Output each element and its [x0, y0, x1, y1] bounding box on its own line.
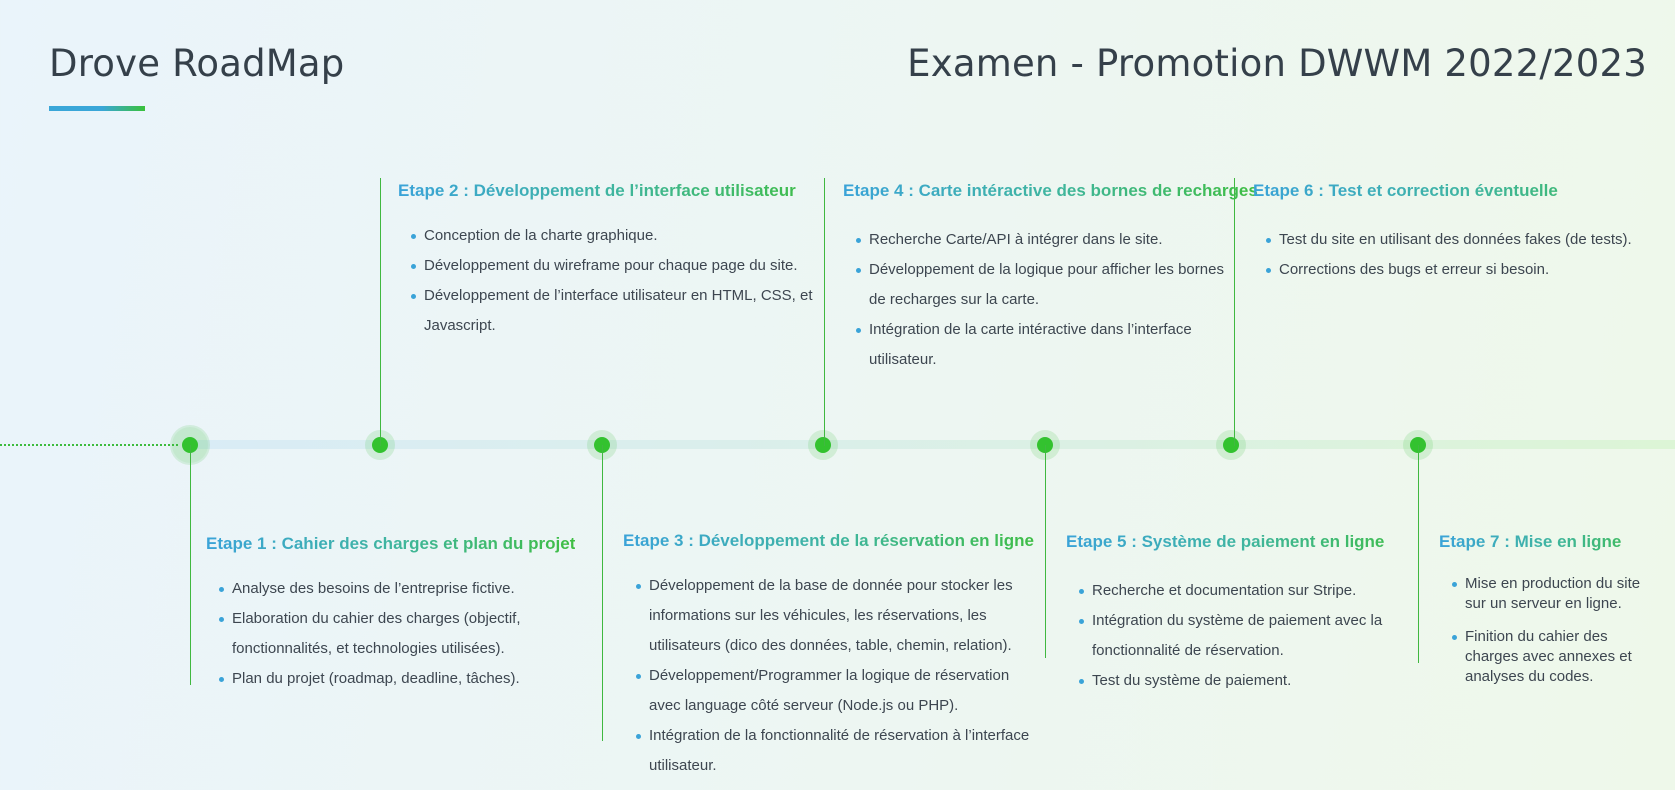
list-item: Développement de la logique pour affiche… [856, 255, 1224, 315]
step-task-list: Analyse des besoins de l’entreprise fict… [206, 574, 562, 694]
connector-line [1045, 445, 1046, 658]
step-task-list: Conception de la charte graphique. Dével… [398, 221, 824, 341]
list-item: Recherche Carte/API à intégrer dans le s… [856, 225, 1224, 255]
connector-line [380, 178, 381, 446]
list-item: Développement du wireframe pour chaque p… [411, 251, 824, 281]
step-task-list: Test du site en utilisant des données fa… [1253, 225, 1675, 285]
page-title: Drove RoadMap [49, 42, 345, 85]
exam-subtitle: Examen - Promotion DWWM 2022/2023 [907, 42, 1647, 85]
step-card-2: Etape 2 : Développement de l’interface u… [398, 181, 824, 341]
list-item: Corrections des bugs et erreur si besoin… [1266, 255, 1675, 285]
title-underline [49, 106, 145, 111]
list-item: Intégration de la fonctionnalité de rése… [636, 721, 1044, 781]
list-item: Développement/Programmer la logique de r… [636, 661, 1044, 721]
connector-line [1234, 178, 1235, 446]
connector-line [190, 445, 191, 685]
step-task-list: Mise en production du site sur un serveu… [1439, 574, 1665, 687]
list-item: Plan du projet (roadmap, deadline, tâche… [219, 664, 562, 694]
step-title: Etape 2 : Développement de l’interface u… [398, 181, 824, 201]
timeline-dotted-lead [0, 444, 178, 446]
step-card-1: Etape 1 : Cahier des charges et plan du … [206, 534, 575, 694]
step-task-list: Recherche et documentation sur Stripe. I… [1066, 576, 1422, 696]
step-title: Etape 1 : Cahier des charges et plan du … [206, 534, 576, 553]
list-item: Intégration du système de paiement avec … [1079, 606, 1422, 666]
list-item: Mise en production du site sur un serveu… [1452, 574, 1665, 614]
step-card-5: Etape 5 : Système de paiement en ligne R… [1066, 532, 1422, 696]
timeline-node [1216, 430, 1246, 460]
list-item: Développement de l’interface utilisateur… [411, 281, 824, 341]
step-card-7: Etape 7 : Mise en ligne Mise en producti… [1439, 532, 1665, 700]
connector-line [824, 178, 825, 446]
timeline-axis [190, 440, 1675, 449]
list-item: Finition du cahier des charges avec anne… [1452, 627, 1665, 687]
step-title: Etape 4 : Carte intéractive des bornes d… [843, 181, 1258, 200]
list-item: Elaboration du cahier des charges (objec… [219, 604, 562, 664]
step-title: Etape 3 : Développement de la réservatio… [623, 531, 1044, 551]
step-card-3: Etape 3 : Développement de la réservatio… [623, 531, 1044, 781]
step-card-6: Etape 6 : Test et correction éventuelle … [1253, 181, 1675, 285]
list-item: Test du système de paiement. [1079, 666, 1422, 696]
list-item: Conception de la charte graphique. [411, 221, 824, 251]
connector-line [602, 445, 603, 741]
step-title: Etape 5 : Système de paiement en ligne [1066, 532, 1422, 552]
list-item: Intégration de la carte intéractive dans… [856, 315, 1224, 375]
timeline-node [808, 430, 838, 460]
step-title: Etape 6 : Test et correction éventuelle [1253, 181, 1675, 201]
step-card-4: Etape 4 : Carte intéractive des bornes d… [843, 181, 1258, 375]
step-title: Etape 7 : Mise en ligne [1439, 532, 1665, 552]
step-task-list: Développement de la base de donnée pour … [623, 571, 1044, 781]
list-item: Recherche et documentation sur Stripe. [1079, 576, 1422, 606]
connector-line [1418, 445, 1419, 663]
list-item: Test du site en utilisant des données fa… [1266, 225, 1675, 255]
step-task-list: Recherche Carte/API à intégrer dans le s… [843, 225, 1224, 375]
list-item: Analyse des besoins de l’entreprise fict… [219, 574, 562, 604]
list-item: Développement de la base de donnée pour … [636, 571, 1044, 661]
